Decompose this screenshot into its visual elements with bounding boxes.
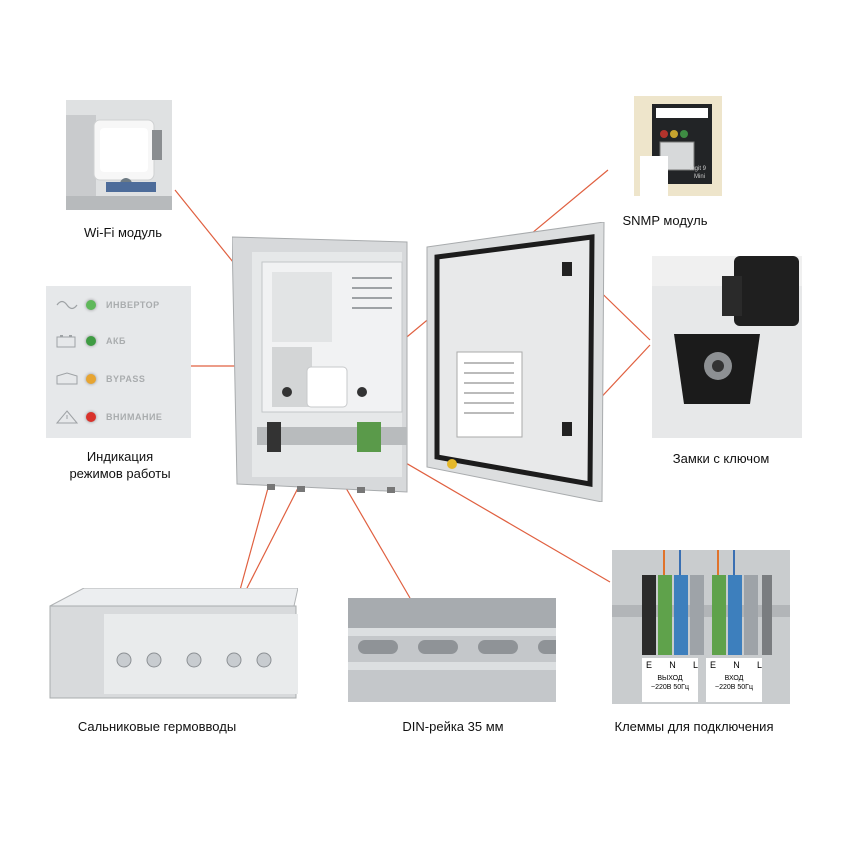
cabinet-image (232, 222, 605, 502)
cable-glands-photo (44, 588, 298, 700)
terminal-letter-e-right: E (710, 660, 717, 670)
din-rail-photo (348, 598, 556, 702)
warning-led (86, 412, 96, 422)
terminals-input-line2: ~220В 50Гц (715, 684, 753, 691)
indicator-row-inverter: ИНВЕРТОР (56, 298, 160, 312)
cable-glands-label: Сальниковые гермовводы (77, 719, 237, 734)
indicator-label-bypass: BYPASS (106, 374, 146, 384)
snmp-brand-text: ingit 9 (690, 166, 707, 172)
snmp-module-label: SNMP модуль (622, 213, 708, 228)
indicator-row-warning: ВНИМАНИЕ (55, 410, 163, 424)
key-locks-image (652, 256, 802, 438)
bypass-icon (56, 372, 78, 386)
indication-label-line2: режимов работы (69, 466, 171, 481)
indicator-label-inverter: ИНВЕРТОР (106, 300, 160, 310)
terminals-output-label: ВЫХОД ~220В 50Гц (642, 674, 698, 692)
wifi-module-label: Wi-Fi модуль (84, 225, 162, 240)
indicator-row-bypass: BYPASS (56, 372, 145, 386)
indication-label-line1: Индикация (86, 449, 154, 464)
cabinet-photo (232, 222, 612, 502)
locks-label: Замки с ключом (672, 451, 770, 466)
terminals-right-letters: E N L (710, 660, 762, 670)
battery-led (86, 336, 96, 346)
indicator-label-warning: ВНИМАНИЕ (106, 412, 163, 422)
terminals-photo: E N L E N L ВЫХОД ~220В 50Гц ВХОД ~220В … (612, 550, 790, 704)
terminals-left-letters: E N L (646, 660, 698, 670)
indicator-label-battery: АКБ (106, 336, 126, 346)
din-rail-image (348, 598, 556, 702)
terminal-letter-l-left: L (692, 660, 698, 670)
terminal-letter-n-right: N (733, 660, 740, 670)
warning-triangle-icon (55, 410, 79, 424)
sine-wave-icon (56, 298, 78, 312)
snmp-module-photo: ingit 9 Mini (634, 96, 722, 196)
terminals-output-line2: ~220В 50Гц (651, 684, 689, 691)
snmp-card-image (634, 96, 722, 196)
terminals-input-label: ВХОД ~220В 50Гц (706, 674, 762, 692)
terminals-input-line1: ВХОД (724, 675, 744, 682)
wifi-module-image (66, 100, 172, 210)
indication-label: Индикация режимов работы (40, 448, 200, 482)
terminals-label: Клеммы для подключения (614, 719, 774, 734)
terminals-image (612, 550, 790, 704)
terminal-letter-l-right: L (756, 660, 762, 670)
terminal-letter-e-left: E (646, 660, 653, 670)
cable-glands-image (49, 588, 298, 699)
terminals-output-line1: ВЫХОД (657, 675, 683, 682)
battery-icon (56, 334, 78, 348)
snmp-model-text: Mini (694, 174, 706, 180)
terminal-letter-n-left: N (669, 660, 676, 670)
din-rail-label: DIN-рейка 35 мм (402, 719, 504, 734)
locks-photo (652, 256, 802, 438)
inverter-led (86, 300, 96, 310)
wifi-module-photo (66, 100, 172, 210)
bypass-led (86, 374, 96, 384)
indicator-row-battery: АКБ (56, 334, 126, 348)
indicator-panel-photo: ИНВЕРТОР АКБ BYPASS ВНИМАНИЕ (46, 286, 191, 438)
